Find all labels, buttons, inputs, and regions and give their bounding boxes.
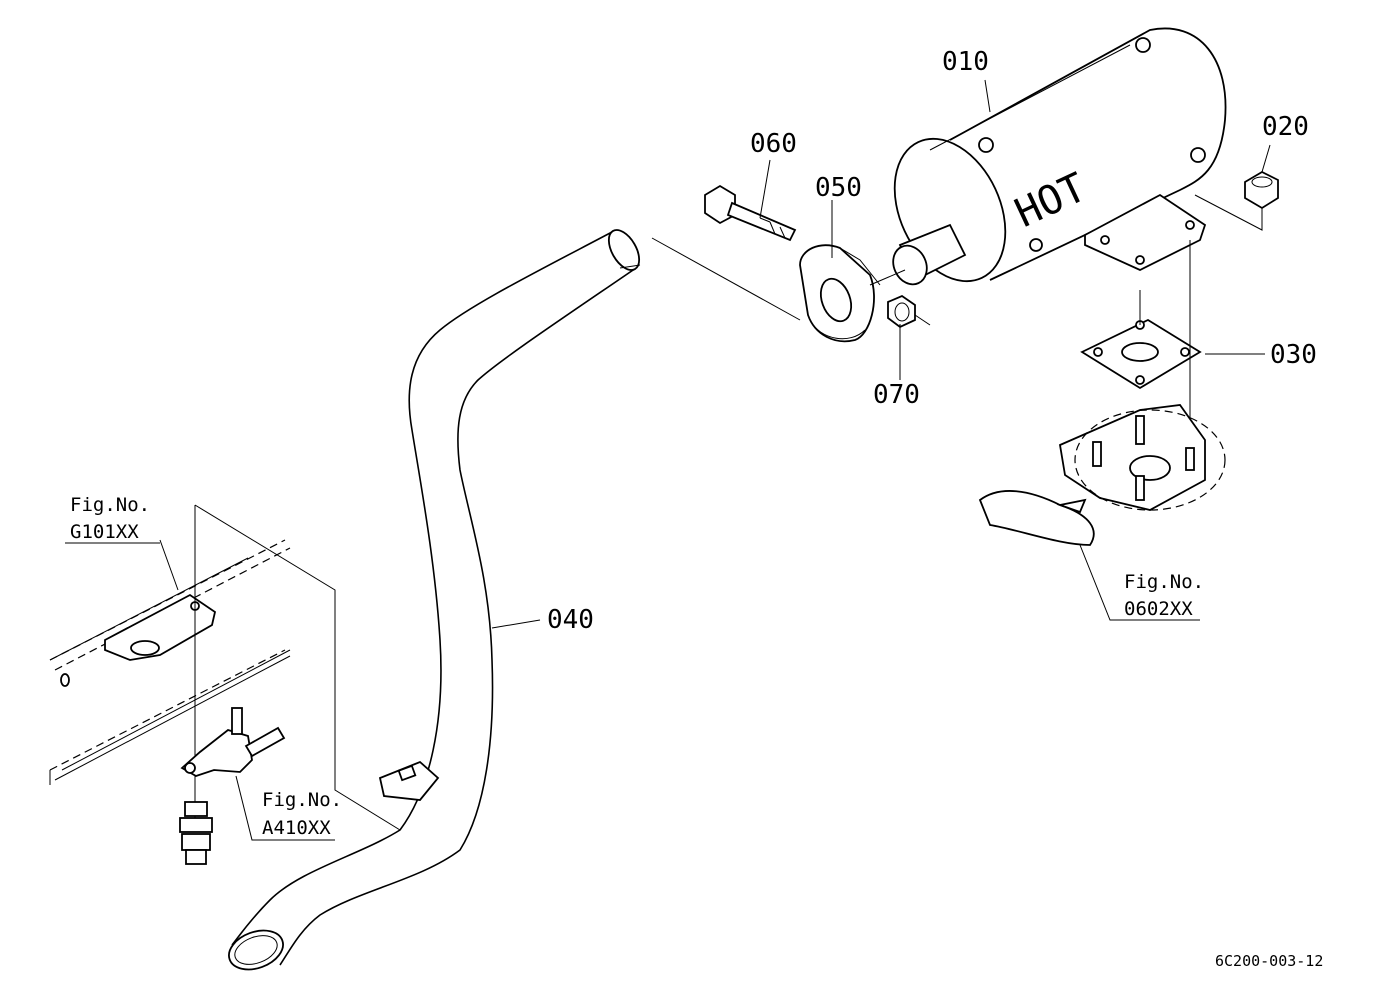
drawing-code: 6C200-003-12 <box>1215 952 1323 970</box>
label-part-060: 060 <box>750 129 797 159</box>
label-part-050: 050 <box>815 173 862 203</box>
fig-ref-0602-code: 0602XX <box>1124 598 1193 620</box>
fig-ref-g101-code: G101XX <box>70 521 139 543</box>
frame-bracket-assembly <box>49 505 291 820</box>
fig-ref-0602-title: Fig.No. <box>1124 571 1204 593</box>
exhaust-tube-040 <box>228 229 641 971</box>
bolt-060 <box>704 184 797 242</box>
label-part-020: 020 <box>1262 112 1309 142</box>
water-fitting-assembly <box>179 707 286 865</box>
fig-ref-a410-title: Fig.No. <box>262 789 342 811</box>
leader-lines <box>159 79 1271 841</box>
muffler-010: HOT <box>892 27 1227 286</box>
label-part-070: 070 <box>873 380 920 410</box>
label-part-030: 030 <box>1270 340 1317 370</box>
clamp-050 <box>799 244 881 343</box>
exhaust-manifold <box>978 404 1226 546</box>
gasket-030 <box>1080 240 1265 445</box>
nut-020 <box>1194 170 1279 231</box>
fig-ref-a410-code: A410XX <box>262 817 331 839</box>
label-part-010: 010 <box>942 47 989 77</box>
nut-070 <box>887 294 931 329</box>
label-part-040: 040 <box>547 605 594 635</box>
fig-ref-g101-title: Fig.No. <box>70 494 150 516</box>
